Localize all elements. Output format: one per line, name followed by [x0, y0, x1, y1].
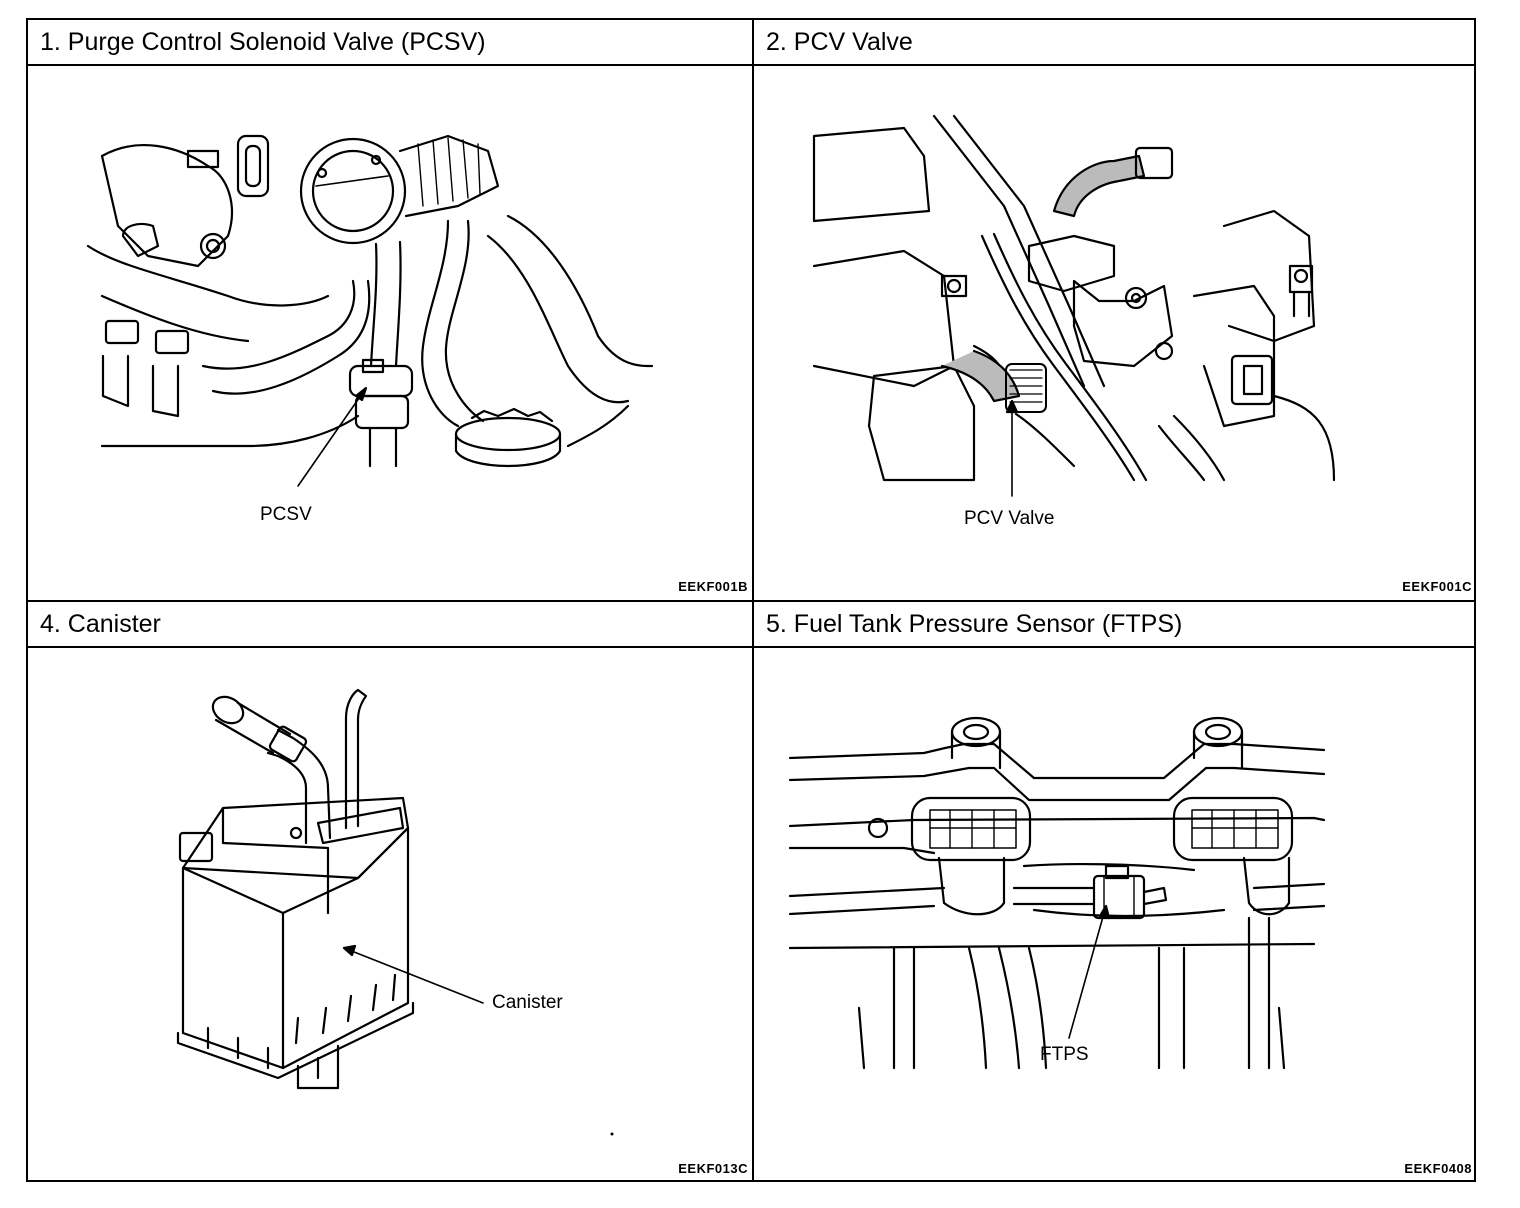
panel-ftps: 5. Fuel Tank Pressure Sensor (FTPS): [754, 602, 1476, 1182]
row-divider: [28, 600, 1474, 602]
pcsv-callout-label: PCSV: [260, 504, 312, 525]
panel-canister: 4. Canister: [28, 602, 752, 1182]
pcsv-illustration: PCSV: [28, 66, 752, 600]
canister-illustration: Canister: [28, 648, 752, 1182]
ftps-illustration: FTPS: [754, 648, 1476, 1182]
figure-code: EEKF0408: [1404, 1161, 1472, 1176]
canister-callout-label: Canister: [492, 992, 563, 1013]
panel-pcv-valve: 2. PCV Valve: [754, 20, 1476, 600]
panel-title: 1. Purge Control Solenoid Valve (PCSV): [40, 28, 486, 56]
pcv-callout-label: PCV Valve: [964, 508, 1054, 529]
panel-title: 4. Canister: [40, 610, 161, 638]
figure-grid: 1. Purge Control Solenoid Valve (PCSV): [26, 18, 1476, 1182]
panel-title: 2. PCV Valve: [766, 28, 913, 56]
figure-code: EEKF013C: [678, 1161, 748, 1176]
figure-code: EEKF001C: [1402, 579, 1472, 594]
pcv-valve-illustration: PCV Valve: [754, 66, 1476, 600]
figure-code: EEKF001B: [678, 579, 748, 594]
row2-title-divider: [28, 646, 1474, 648]
row1-title-divider: [28, 64, 1474, 66]
ftps-callout-label: FTPS: [1040, 1044, 1089, 1065]
panel-title: 5. Fuel Tank Pressure Sensor (FTPS): [766, 610, 1183, 638]
panel-pcsv: 1. Purge Control Solenoid Valve (PCSV): [28, 20, 752, 600]
